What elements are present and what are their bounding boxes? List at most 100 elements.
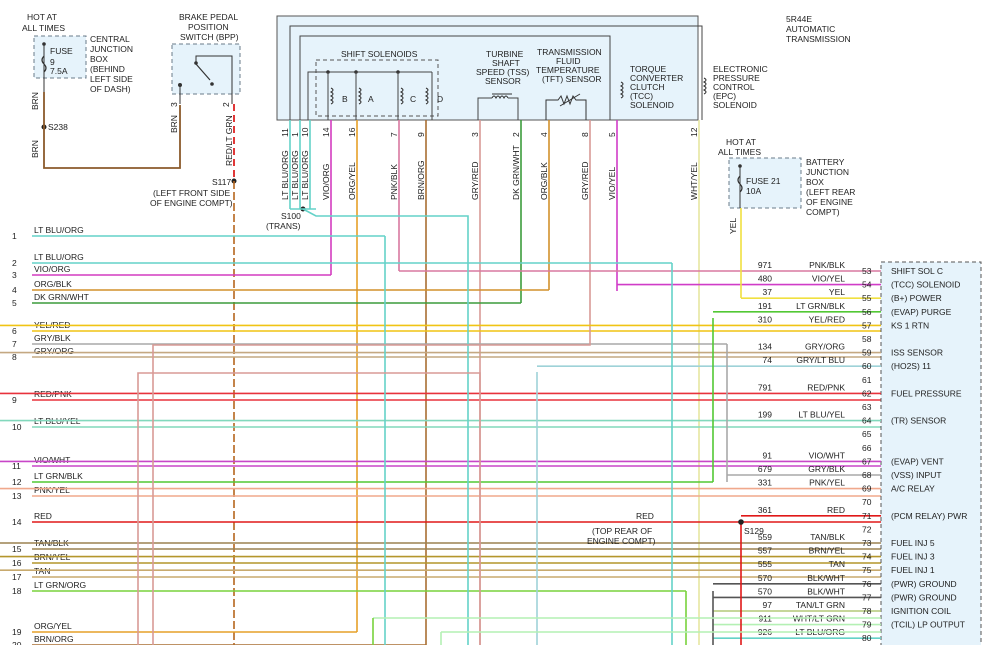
pcm-pin-number: 71 — [862, 511, 872, 521]
left-row-number: 9 — [12, 395, 17, 405]
pcm-pin-function: (B+) POWER — [891, 293, 942, 303]
svg-text:(TFT) SENSOR: (TFT) SENSOR — [542, 74, 602, 84]
brn-wire-label-lower: BRN — [30, 140, 40, 158]
svg-text:AUTOMATIC: AUTOMATIC — [786, 24, 835, 34]
bpp-switch-outline — [171, 43, 241, 95]
pcm-pin-number: 77 — [862, 592, 872, 602]
pcm-pin-function: A/C RELAY — [891, 484, 935, 494]
tft-sensor-label: TRANSMISSION FLUID TEMPERATURE (TFT) SEN… — [536, 47, 602, 84]
pcm-pin-function: (PCM RELAY) PWR — [891, 511, 967, 521]
trans-pin-number: 12 — [689, 127, 699, 137]
left-row-number: 1 — [12, 231, 17, 241]
pcm-circuit-number: 191 — [758, 301, 772, 311]
solenoid-common-feed — [307, 71, 432, 120]
pcm-pin-number: 66 — [862, 443, 872, 453]
pcm-pin-number: 80 — [862, 633, 872, 643]
pcm-pin-function: (TR) SENSOR — [891, 416, 946, 426]
pcm-wire-color-label: BLK/WHT — [807, 573, 845, 583]
trans-pin-wire-label: DK GRN/WHT — [511, 145, 521, 200]
pcm-circuit-number: 91 — [763, 450, 773, 460]
transmission-title: 5R44E AUTOMATIC TRANSMISSION — [786, 14, 851, 44]
pcm-pin-function: (EVAP) VENT — [891, 456, 944, 466]
pcm-pin-number: 73 — [862, 538, 872, 548]
trans-pin-number: 3 — [470, 132, 480, 137]
svg-text:TEMPERATURE: TEMPERATURE — [536, 65, 600, 75]
pcm-pin-number: 53 — [862, 266, 872, 276]
svg-text:TURBINE: TURBINE — [486, 49, 524, 59]
central-junction-box-label: CENTRAL JUNCTION BOX (BEHIND LEFT SIDE O… — [90, 34, 133, 94]
pcm-pin-number: 59 — [862, 348, 872, 358]
brn-wire — [43, 92, 181, 169]
left-row-wire-label: ORG/BLK — [34, 279, 72, 289]
pcm-pin-function: (HO2S) 11 — [891, 361, 931, 371]
s129-location-line2: ENGINE COMPT) — [587, 536, 656, 546]
pcm-circuit-number: 570 — [758, 573, 772, 583]
red-ltgrn-label: RED/LT GRN — [224, 115, 234, 166]
s117-label: S117 (LEFT FRONT SIDE OF ENGINE COMPT) — [150, 177, 233, 208]
svg-text:CENTRAL: CENTRAL — [90, 34, 130, 44]
pcm-wire-color-label: LT BLU/YEL — [799, 410, 846, 420]
trans-pin-number: 9 — [416, 132, 426, 137]
pcm-wire-color-label: BRN/YEL — [809, 546, 846, 556]
routing-wire — [152, 330, 591, 645]
left-row: 13 PNK/YEL — [12, 485, 881, 501]
trans-pin-wire-label: GRY/RED — [470, 161, 480, 200]
svg-text:S117: S117 — [212, 177, 231, 187]
s129-label: S129 — [744, 526, 764, 536]
pcm-wire-color-label: BLK/WHT — [807, 586, 845, 596]
fuse-21-icon — [737, 164, 743, 208]
left-row-wire-label: PNK/YEL — [34, 485, 70, 495]
svg-text:(LEFT FRONT SIDE: (LEFT FRONT SIDE — [153, 188, 230, 198]
svg-text:PRESSURE: PRESSURE — [713, 73, 760, 83]
solenoid-d-label: D — [437, 94, 443, 104]
pcm-pin-function: FUEL PRESSURE — [891, 388, 962, 398]
pcm-pin-function: FUEL INJ 5 — [891, 538, 935, 548]
tcc-solenoid-icon — [619, 81, 624, 99]
trans-pin-wire-label: ORG/YEL — [347, 162, 357, 200]
pcm-wire-color-label: PNK/YEL — [809, 478, 845, 488]
left-row-number: 6 — [12, 326, 17, 336]
hot-at-all-times-left: HOT AT ALL TIMES — [22, 12, 65, 33]
pcm-pin-function: FUEL INJ 1 — [891, 565, 935, 575]
svg-text:OF ENGINE: OF ENGINE — [806, 197, 853, 207]
pcm-wire-color-label: GRY/BLK — [808, 464, 845, 474]
tss-sensor-label: TURBINE SHAFT SPEED (TSS) SENSOR — [476, 49, 530, 86]
trans-pin-wire-label: LT BLU/ORG — [280, 150, 290, 200]
trans-pin-number: 8 — [580, 132, 590, 137]
pcm-pin-number: 56 — [862, 307, 872, 317]
pcm-pin-number: 79 — [862, 620, 872, 630]
pcm-pin-number: 75 — [862, 565, 872, 575]
trans-pin-number: 7 — [389, 132, 399, 137]
trans-pin-wire-label: VIO/ORG — [321, 164, 331, 200]
bpp-switch-label: BRAKE PEDAL POSITION SWITCH (BPP) — [179, 12, 239, 42]
pcm-wire-color-label: TAN — [829, 559, 845, 569]
pcm-circuit-number: 310 — [758, 314, 772, 324]
left-row-number: 13 — [12, 491, 22, 501]
svg-text:LEFT SIDE: LEFT SIDE — [90, 74, 133, 84]
pcm-pin-number: 67 — [862, 456, 872, 466]
pcm-wire-color-label: YEL — [829, 287, 845, 297]
trans-pin-wire-label: LT BLU/ORG — [300, 150, 310, 200]
trans-pin-wire-label: VIO/YEL — [607, 167, 617, 200]
routing-wire — [302, 208, 469, 645]
trans-pin-number: 16 — [347, 127, 357, 137]
pcm-pin-function: ISS SENSOR — [891, 348, 943, 358]
pcm-circuit-number: 331 — [758, 478, 772, 488]
solenoid-c-label: C — [410, 94, 416, 104]
pcm-circuit-number: 570 — [758, 586, 772, 596]
pcm-pin-number: 65 — [862, 429, 872, 439]
